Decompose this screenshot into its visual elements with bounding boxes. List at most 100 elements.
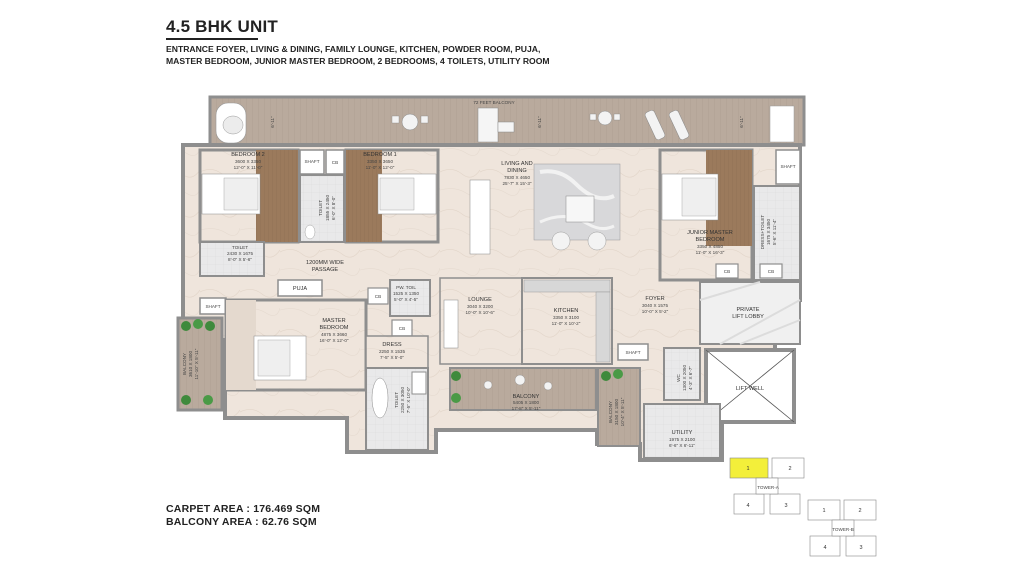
toilet-left-dim-imperial: 8'-0" X 5'-6" bbox=[228, 257, 252, 262]
utility-dim-metric: 1975 X 2100 bbox=[669, 437, 696, 442]
balcony-left-name: BALCONY bbox=[182, 353, 187, 375]
carpet-area: CARPET AREA : 176.469 SQM bbox=[166, 503, 321, 515]
pw-toilet-name: PW. TOIL bbox=[396, 285, 416, 290]
key-a-4: 4 bbox=[746, 503, 749, 509]
passage: 1200MM WIDE PASSAGE bbox=[306, 260, 344, 273]
key-b-1: 1 bbox=[822, 508, 825, 514]
junior-master-name-line2: BEDROOM bbox=[696, 237, 725, 243]
balcony-left-dim-imperial: 11'-10" X 5'-11" bbox=[194, 348, 199, 379]
key-a-3: 3 bbox=[784, 503, 787, 509]
dim-label-top-mid: 6'-11" bbox=[537, 116, 542, 128]
toilet-left-dim-metric: 2430 X 1675 bbox=[227, 251, 254, 256]
bedroom-2-dim-metric: 3600 X 3350 bbox=[235, 159, 262, 164]
toilet-master-dim-metric: 2250 X 3050 bbox=[400, 387, 405, 414]
bedroom-2-dim-imperial: 12'-0" X 11'-0" bbox=[234, 165, 263, 170]
lounge-dim-imperial: 10'-0" X 10'-6" bbox=[465, 310, 494, 315]
unit-title: 4.5 BHK UNIT bbox=[166, 17, 278, 36]
lounge: LOUNGE 3040 X 3200 10'-0" X 10'-6" bbox=[439, 277, 523, 365]
key-b-4: 4 bbox=[823, 545, 826, 551]
puja: PUJA bbox=[277, 279, 323, 297]
toilet-left: TOILET 2430 X 1675 8'-0" X 5'-6" bbox=[199, 241, 265, 277]
cb-label-2: CB bbox=[375, 294, 381, 299]
kitchen: KITCHEN 3350 X 3100 11'-0" X 10'-2" bbox=[521, 277, 613, 365]
toilet-b1-dim-metric: 1855 X 2450 bbox=[325, 195, 330, 222]
balcony-kitchen-name: BALCONY bbox=[608, 401, 613, 423]
balcony-bottom-name: BALCONY bbox=[513, 394, 540, 400]
master-name-line1: MASTER bbox=[322, 318, 345, 324]
master-dim-imperial: 16'-0" X 12'-0" bbox=[319, 338, 348, 343]
key-plan-unit-highlight bbox=[729, 457, 769, 479]
balcony-area: BALCONY AREA : 62.76 SQM bbox=[166, 516, 317, 528]
living-dim-metric: 7830 X 4650 bbox=[504, 175, 531, 180]
foyer-dim-metric: 3040 X 1575 bbox=[642, 303, 669, 308]
title-underline bbox=[166, 38, 258, 40]
lift-well: LIFT WELL bbox=[704, 348, 796, 424]
dress-room: DRESS 2250 X 1535 7'-5" X 5'-0" bbox=[365, 335, 429, 369]
toilet-b1-dim-imperial: 6'-0" X 8'-0" bbox=[331, 196, 336, 220]
pw-toilet-dim-metric: 1525 X 1350 bbox=[393, 291, 420, 296]
bedroom-2: BEDROOM 2 3600 X 3350 12'-0" X 11'-0" bbox=[198, 148, 300, 244]
shaft-mid-right: SHAFT bbox=[617, 343, 649, 361]
lift-lobby-name-line1: PRIVATE bbox=[736, 307, 759, 313]
key-a-1: 1 bbox=[746, 466, 749, 472]
cb-label-dt: CB bbox=[768, 269, 774, 274]
balcony-bottom: BALCONY 5405 X 1800 17'-8" X 5'-11" bbox=[449, 367, 597, 411]
living-dim-imperial: 25'-7" X 15'-3" bbox=[502, 181, 531, 186]
key-tower-b: TOWER-B bbox=[832, 527, 854, 532]
shaft-mid-left: SHAFT bbox=[199, 297, 227, 315]
key-b-2: 2 bbox=[858, 508, 861, 514]
unit-description: ENTRANCE FOYER, LIVING & DINING, FAMILY … bbox=[166, 43, 550, 67]
key-b-3: 3 bbox=[859, 545, 862, 551]
foyer: FOYER 3040 X 1575 10'-0" X 5'-2" bbox=[642, 296, 669, 314]
living-name-line2: DINING bbox=[507, 168, 527, 174]
top-balcony: 72 FEET BALCONY 6'-11" 6'-11" 6'-11" bbox=[208, 95, 806, 147]
utility-name: UTILITY bbox=[672, 430, 693, 436]
description-line-1: ENTRANCE FOYER, LIVING & DINING, FAMILY … bbox=[166, 44, 541, 54]
junior-master-dim-imperial: 11'-0" X 16'-3" bbox=[696, 250, 725, 255]
balcony-kitchen-dim-metric: 3150 X 1800 bbox=[614, 399, 619, 426]
balcony-bottom-dim-metric: 5405 X 1800 bbox=[513, 400, 540, 405]
utility: UTILITY 1975 X 2100 6'-6" X 6'-11" bbox=[643, 403, 721, 459]
balcony-kitchen-dim-imperial: 10'-4" X 5'-11" bbox=[620, 397, 625, 426]
lift-lobby-name-line2: LIFT LOBBY bbox=[732, 314, 764, 320]
dress-toilet-dim-imperial: 5'-6" X 11'-4" bbox=[772, 219, 777, 245]
shaft-top-right: SHAFT bbox=[775, 149, 801, 185]
bedroom-1-name: BEDROOM 1 bbox=[363, 152, 397, 158]
cb-label-jm: CB bbox=[724, 269, 730, 274]
kitchen-dim-metric: 3350 X 3100 bbox=[553, 315, 580, 320]
private-lift-lobby: PRIVATE LIFT LOBBY bbox=[699, 281, 801, 345]
key-tower-a: TOWER-A bbox=[757, 485, 780, 490]
wc-name: WC bbox=[676, 373, 681, 381]
toilet-bedroom-1: TOILET 1855 X 2450 6'-0" X 8'-0" bbox=[299, 174, 345, 243]
balcony-left-dim-metric: 3610 X 1800 bbox=[188, 351, 193, 378]
lounge-name: LOUNGE bbox=[468, 297, 492, 303]
shaft-label-4: SHAFT bbox=[625, 350, 640, 355]
bedroom-2-name: BEDROOM 2 bbox=[231, 152, 265, 158]
top-balcony-label: 72 FEET BALCONY bbox=[473, 100, 514, 105]
balcony-left: BALCONY 3610 X 1800 11'-10" X 5'-11" bbox=[176, 316, 224, 412]
toilet-master-dim-imperial: 7'-5" X 10'-0" bbox=[406, 386, 411, 413]
puja-name: PUJA bbox=[293, 286, 308, 292]
junior-master-dim-metric: 3350 X 4850 bbox=[697, 244, 724, 249]
bedroom-1: BEDROOM 1 3350 X 3650 11'-0" X 12'-0" bbox=[344, 148, 440, 244]
lounge-dim-metric: 3040 X 3200 bbox=[467, 304, 494, 309]
dress-dim-metric: 2250 X 1535 bbox=[379, 349, 406, 354]
toilet-b1-name: TOILET bbox=[318, 200, 323, 216]
cb-label-1: CB bbox=[332, 160, 338, 165]
toilet-master: TOILET 2250 X 3050 7'-5" X 10'-0" bbox=[365, 367, 429, 451]
pw-toilet-dim-imperial: 5'-0" X 4'-5" bbox=[394, 297, 418, 302]
dress-toilet-name: DRESS+TOILET bbox=[760, 215, 765, 250]
kitchen-dim-imperial: 11'-0" X 10'-2" bbox=[552, 321, 581, 326]
wc-dim-metric: 1300 X 2050 bbox=[682, 365, 687, 392]
living-name-line1: LIVING AND bbox=[501, 161, 532, 167]
foyer-dim-imperial: 10'-0" X 5'-2" bbox=[642, 309, 669, 314]
toilet-master-name: TOILET bbox=[394, 392, 399, 408]
master-dim-metric: 4875 X 3660 bbox=[321, 332, 348, 337]
description-line-2: MASTER BEDROOM, JUNIOR MASTER BEDROOM, 2… bbox=[166, 56, 550, 66]
powder-toilet: PW. TOIL 1525 X 1350 5'-0" X 4'-5" bbox=[389, 279, 431, 317]
dress-toilet: CB DRESS+TOILET 1675 X 3450 5'-6" X 11'-… bbox=[753, 185, 801, 281]
bedroom-1-dim-metric: 3350 X 3650 bbox=[367, 159, 394, 164]
key-a-2: 2 bbox=[788, 466, 791, 472]
junior-master-name-line1: JUNIOR MASTER bbox=[687, 230, 733, 236]
